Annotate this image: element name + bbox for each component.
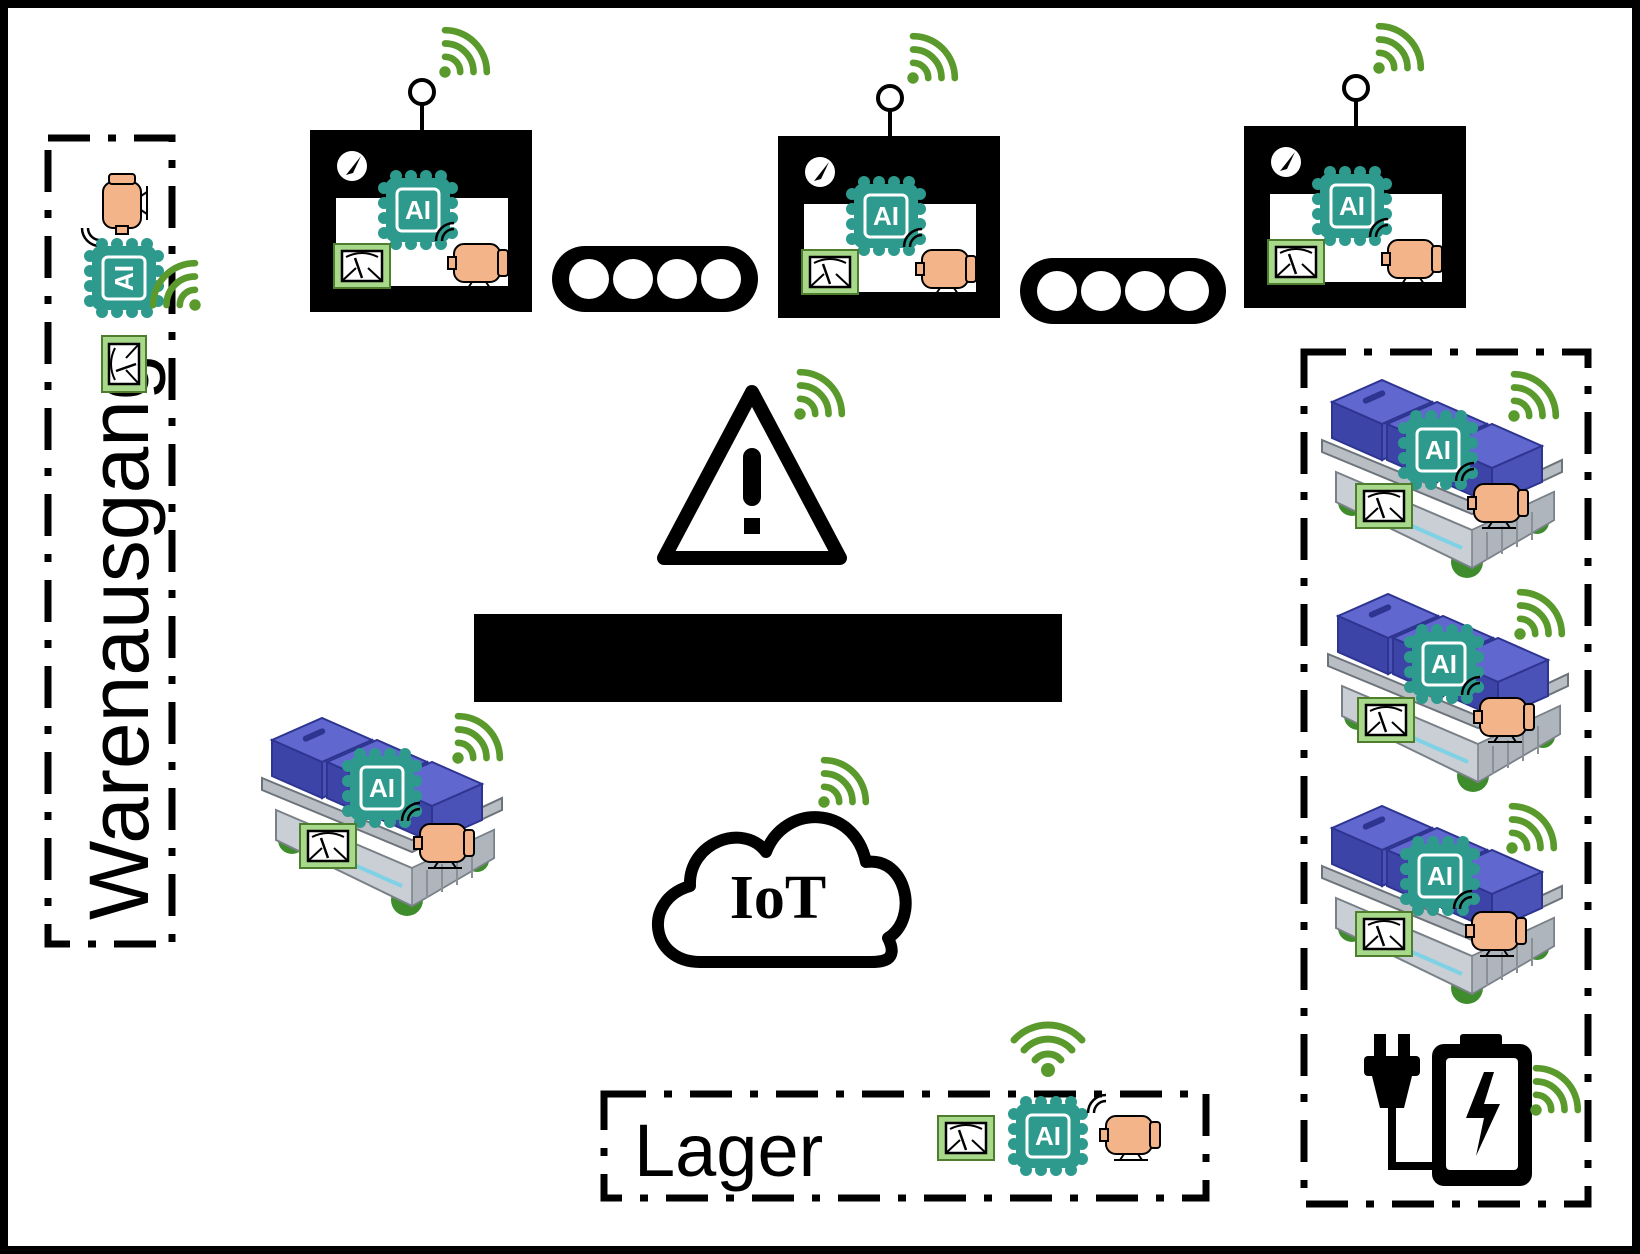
sensor-gauge-icon xyxy=(1266,238,1326,286)
zone-lager-label: Lager xyxy=(634,1109,823,1192)
wifi-icon xyxy=(1530,1068,1578,1116)
ai-chip-icon: AI xyxy=(1402,622,1486,706)
svg-text:AI: AI xyxy=(109,265,139,291)
plug-icon xyxy=(1364,1034,1436,1170)
machine-station: AI xyxy=(778,36,1000,318)
zone-charging-border xyxy=(1300,348,1592,1208)
wifi-icon xyxy=(1373,26,1421,74)
wifi-icon xyxy=(794,372,842,420)
machine-station: AI xyxy=(310,30,532,312)
zone-charging: AI AI AI xyxy=(1300,348,1592,1208)
conveyor-icon xyxy=(552,246,758,312)
sensor-gauge-icon xyxy=(800,248,860,296)
ai-chip-icon: AI xyxy=(1398,834,1482,918)
svg-text:AI: AI xyxy=(1339,191,1365,221)
battery-icon xyxy=(1432,1034,1532,1186)
ai-chip-icon: AI xyxy=(376,168,460,252)
gauge-dial-icon xyxy=(1271,147,1301,177)
agv-robot: AI xyxy=(1320,806,1564,1006)
cloud-icon: IoT xyxy=(651,760,912,968)
svg-text:AI: AI xyxy=(405,195,431,225)
sensor-gauge-icon xyxy=(1354,910,1414,958)
zone-warenausgang: Warenausgang AI xyxy=(44,134,201,948)
sensor-gauge-icon xyxy=(100,334,148,394)
sensor-gauge-icon xyxy=(298,822,358,870)
wifi-icon xyxy=(1514,592,1562,640)
svg-text:AI: AI xyxy=(369,773,395,803)
wifi-icon xyxy=(1010,1021,1086,1077)
antenna-icon xyxy=(408,78,436,132)
wifi-icon xyxy=(1506,806,1554,854)
conveyor-icon xyxy=(1020,258,1226,324)
ai-chip-icon: AI xyxy=(1310,164,1394,248)
wifi-icon xyxy=(1508,374,1556,422)
svg-text:AI: AI xyxy=(873,201,899,231)
svg-text:AI: AI xyxy=(1427,861,1453,891)
ai-chip-icon: AI xyxy=(340,746,424,830)
ai-chip-icon: AI xyxy=(1006,1094,1090,1178)
svg-text:AI: AI xyxy=(1425,435,1451,465)
ai-chip-icon: AI xyxy=(1396,408,1480,492)
machine-station: AI xyxy=(1244,26,1466,308)
svg-text:AI: AI xyxy=(1431,649,1457,679)
warning-icon xyxy=(657,372,847,565)
svg-text:AI: AI xyxy=(1035,1121,1061,1151)
wifi-icon xyxy=(818,760,866,808)
zone-warenausgang-border xyxy=(44,134,176,948)
gauge-dial-icon xyxy=(805,157,835,187)
motor-icon xyxy=(80,172,149,248)
motor-icon xyxy=(1086,1093,1162,1162)
wifi-icon xyxy=(439,30,487,78)
zone-lager: Lager AI xyxy=(600,1021,1210,1202)
ai-chip-icon: AI xyxy=(844,174,928,258)
zone-warenausgang-label: Warenausgang xyxy=(72,353,166,920)
black-bar xyxy=(474,614,1062,702)
sensor-gauge-icon xyxy=(936,1114,996,1162)
antenna-icon xyxy=(1342,74,1370,128)
sensor-gauge-icon xyxy=(332,242,392,290)
sensor-gauge-icon xyxy=(1356,696,1416,744)
gauge-dial-icon xyxy=(337,151,367,181)
sensor-gauge-icon xyxy=(1354,482,1414,530)
zone-lager-border xyxy=(600,1090,1210,1202)
wifi-icon xyxy=(452,716,500,764)
antenna-icon xyxy=(876,84,904,138)
agv-robot: AI xyxy=(1326,592,1570,794)
cloud-label: IoT xyxy=(730,864,826,932)
wifi-icon xyxy=(907,36,955,84)
ai-chip-icon: AI xyxy=(82,236,166,320)
agv-robot: AI xyxy=(1320,374,1564,580)
agv-robot: AI xyxy=(260,716,504,918)
